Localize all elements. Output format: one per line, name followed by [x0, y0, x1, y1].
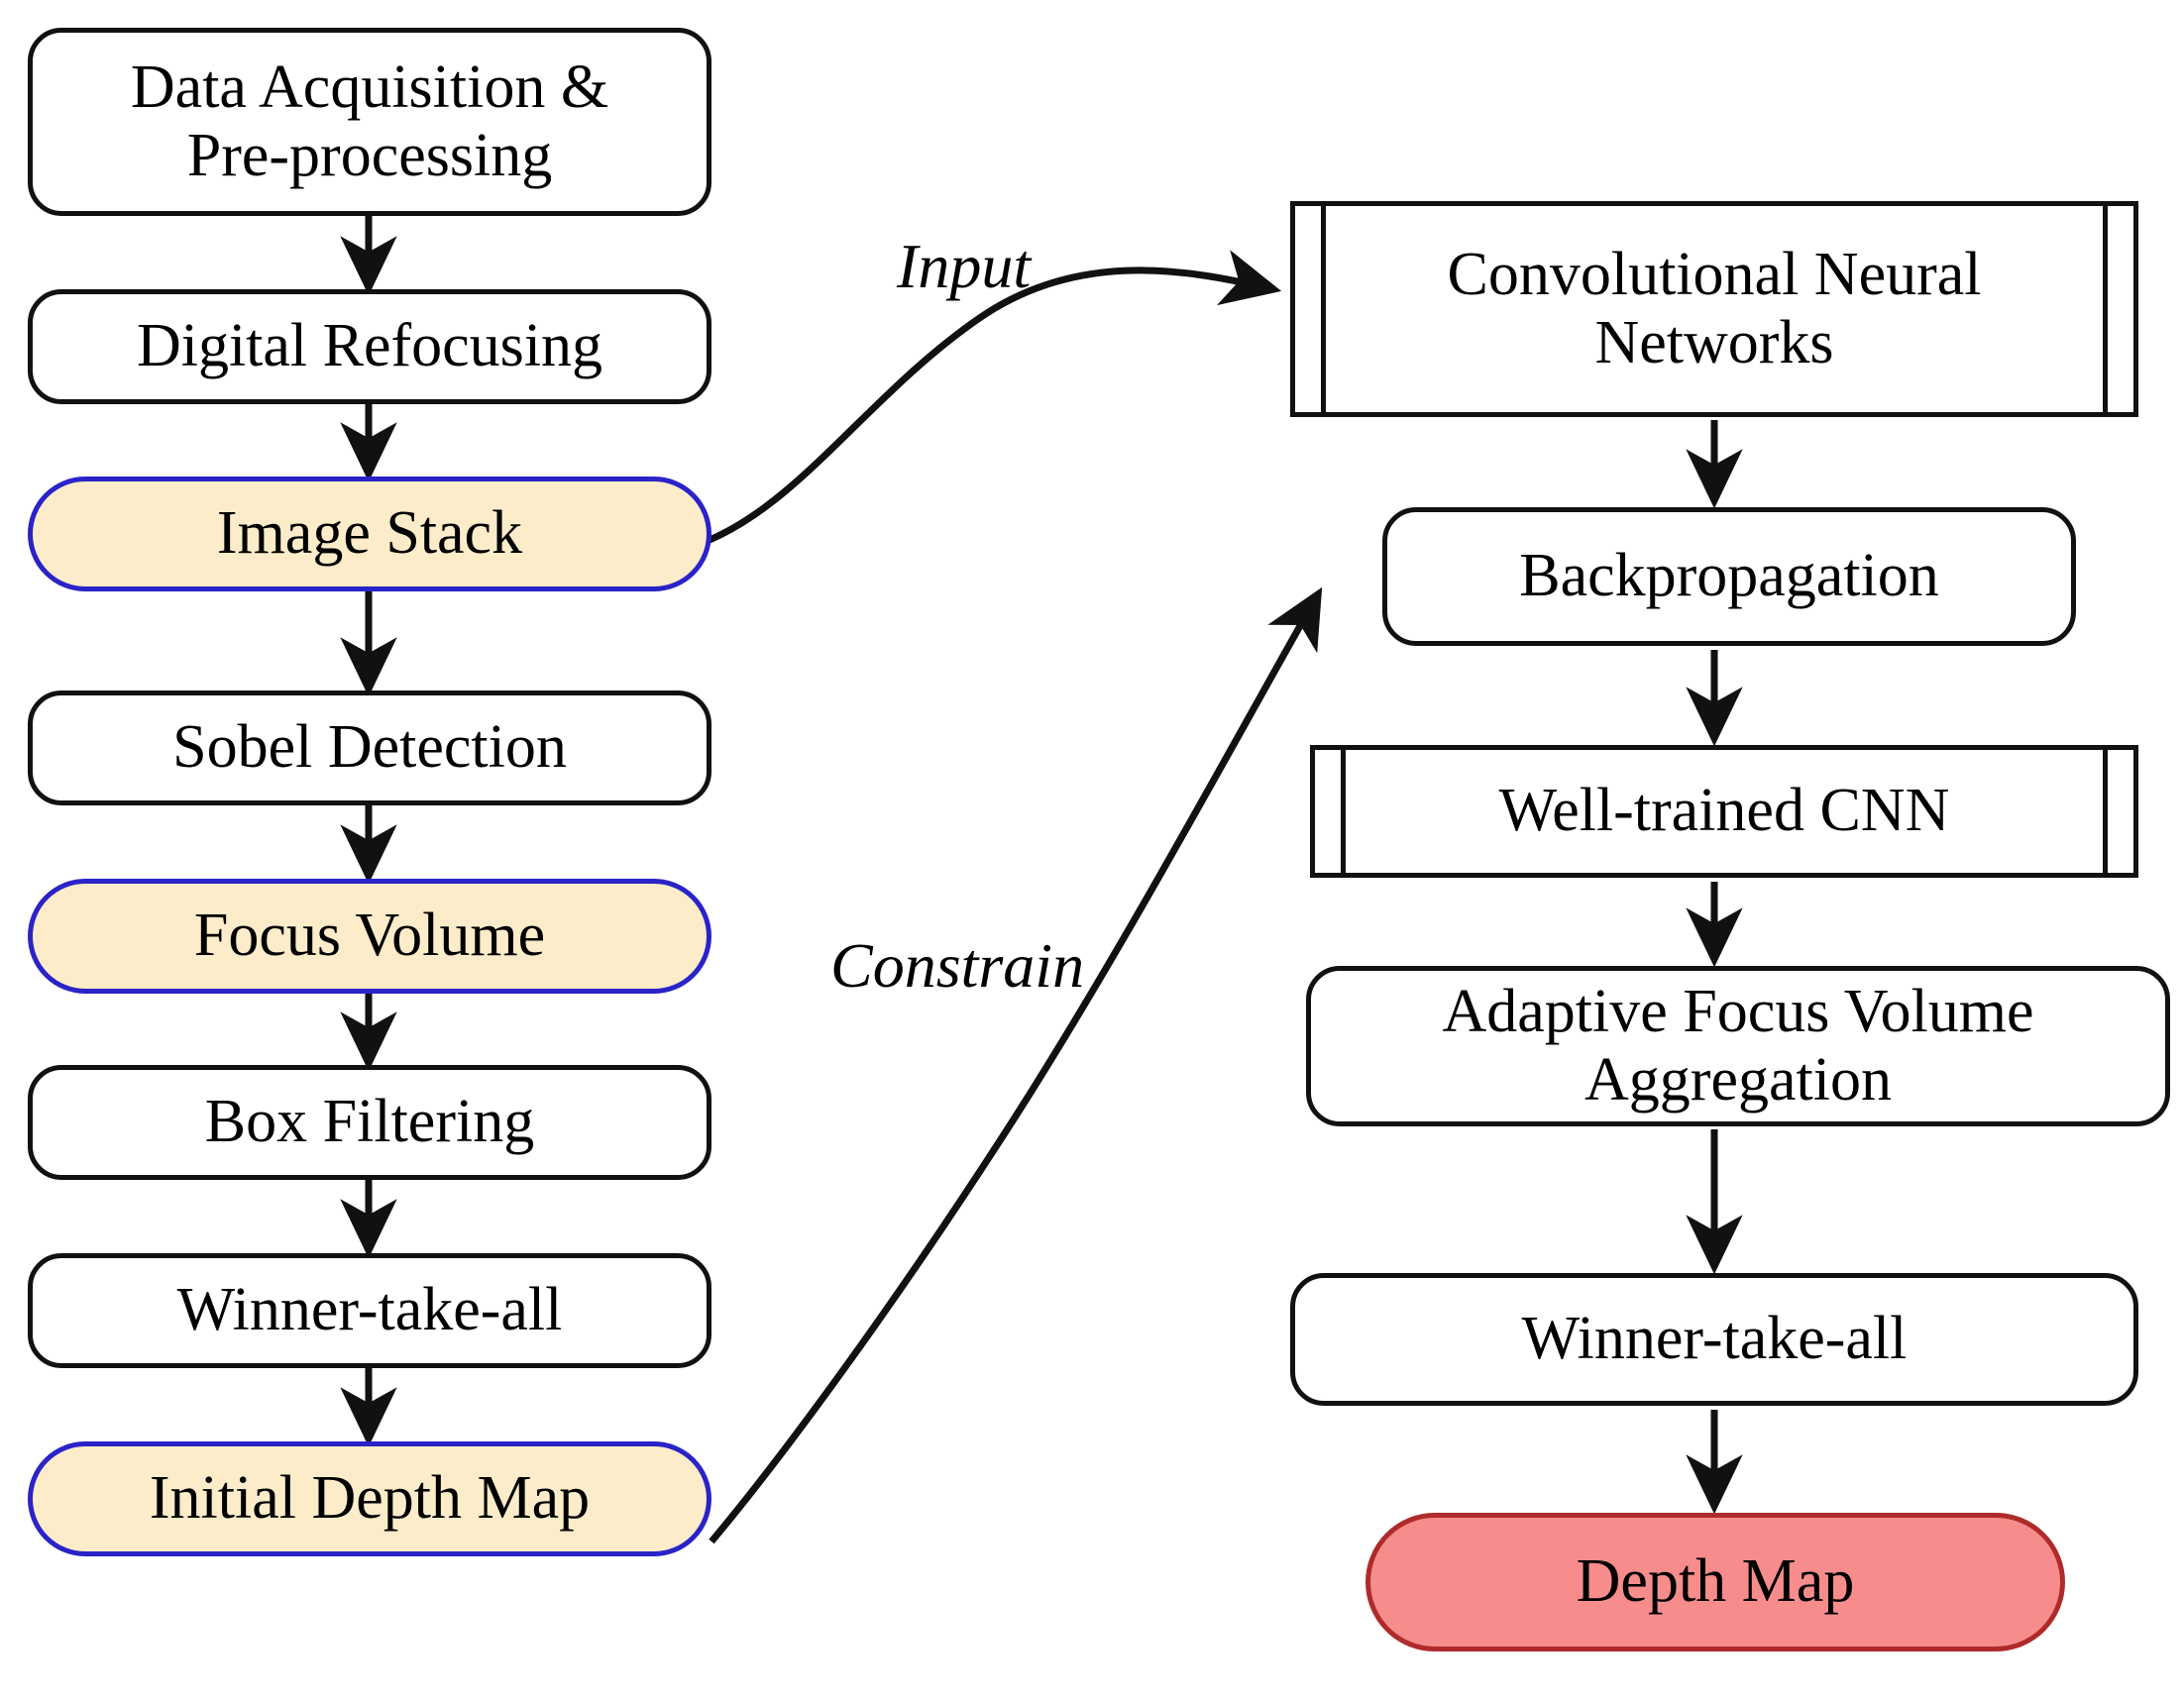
node-label: Well-trained CNN — [1498, 777, 1950, 845]
node-box-filtering[interactable]: Box Filtering — [28, 1065, 711, 1180]
node-label: Digital Refocusing — [136, 312, 603, 380]
node-label: Data Acquisition & Pre-processing — [130, 53, 609, 189]
arrow-input-edge — [708, 250, 1282, 544]
node-label: Focus Volume — [193, 902, 546, 970]
node-winner-take-all-right[interactable]: Winner-take-all — [1290, 1273, 2138, 1406]
node-focus-volume[interactable]: Focus Volume — [28, 879, 711, 994]
node-initial-depth-map[interactable]: Initial Depth Map — [28, 1441, 711, 1556]
node-label: Adaptive Focus Volume Aggregation — [1442, 977, 2034, 1114]
node-image-stack[interactable]: Image Stack — [28, 477, 711, 591]
node-digital-refocusing[interactable]: Digital Refocusing — [28, 289, 711, 404]
node-label: Box Filtering — [204, 1088, 535, 1156]
node-label: Backpropagation — [1519, 542, 1939, 610]
node-convolutional-neural-networks[interactable]: Convolutional Neural Networks — [1290, 201, 2138, 417]
edge-label-input: Input — [897, 231, 1032, 301]
edge-label-constrain: Constrain — [830, 930, 1085, 1001]
node-label: Sobel Detection — [172, 713, 567, 782]
node-label: Convolutional Neural Networks — [1447, 240, 1982, 376]
node-adaptive-focus-volume-aggregation[interactable]: Adaptive Focus Volume Aggregation — [1306, 966, 2170, 1126]
node-winner-take-all-left[interactable]: Winner-take-all — [28, 1253, 711, 1368]
node-label: Depth Map — [1576, 1547, 1855, 1616]
node-label: Winner-take-all — [1521, 1305, 1908, 1373]
node-backpropagation[interactable]: Backpropagation — [1382, 507, 2076, 646]
node-well-trained-cnn[interactable]: Well-trained CNN — [1310, 745, 2138, 878]
node-label: Initial Depth Map — [149, 1464, 591, 1533]
node-depth-map[interactable]: Depth Map — [1365, 1513, 2065, 1651]
node-label: Image Stack — [216, 499, 523, 568]
node-data-acquisition[interactable]: Data Acquisition & Pre-processing — [28, 28, 711, 216]
node-sobel-detection[interactable]: Sobel Detection — [28, 691, 711, 805]
node-label: Winner-take-all — [176, 1276, 563, 1344]
arrow-constrain-edge — [709, 586, 1323, 1544]
